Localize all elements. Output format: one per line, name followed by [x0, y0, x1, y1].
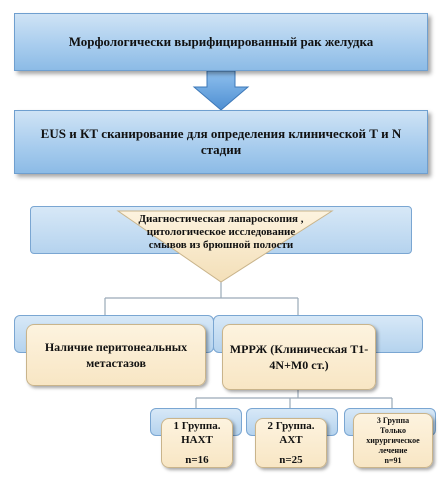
- group-1-therapy: НАХТ: [181, 434, 213, 446]
- down-arrow-icon: [192, 70, 250, 111]
- group-3-title: 3 Группа: [376, 415, 410, 425]
- group-1-count: n=16: [185, 454, 209, 466]
- group-1-box: 1 Группа. НАХТ n=16: [161, 418, 233, 468]
- group-3-box: 3 Группа Только хирургическое лечение n=…: [353, 413, 433, 468]
- locally-advanced-cancer-line1: МРРЖ (Клиническая Т1-: [229, 342, 369, 356]
- laparoscopy-text-line3: смывов из брюшной полости: [148, 239, 294, 251]
- group-3-count: n=91: [384, 455, 402, 465]
- step-staging-text-line2: стадии: [200, 142, 242, 157]
- peritoneal-metastases-line1: Наличие перитонеальных: [44, 340, 188, 354]
- laparoscopy-text: Диагностическая лапароскопия , цитологич…: [120, 213, 322, 252]
- step-diagnosis-text: Морфологически вырифицированный рак желу…: [68, 34, 374, 49]
- group-3-line2: Только: [379, 425, 407, 435]
- group-2-therapy: АХТ: [279, 434, 303, 446]
- step-staging-box: EUS и КТ сканирование для определения кл…: [14, 110, 428, 174]
- peritoneal-metastases-line2: метастазов: [86, 356, 146, 370]
- group-3-line4: лечение: [378, 445, 408, 455]
- locally-advanced-cancer-line2: 4N+M0 ст.): [269, 358, 329, 372]
- laparoscopy-text-line1: Диагностическая лапароскопия ,: [138, 213, 304, 225]
- locally-advanced-cancer-box: МРРЖ (Клиническая Т1- 4N+M0 ст.): [222, 324, 376, 390]
- group-2-count: n=25: [279, 454, 303, 466]
- step-staging-text-line1: EUS и КТ сканирование для определения кл…: [40, 126, 402, 141]
- group-2-title: 2 Группа.: [267, 420, 315, 432]
- laparoscopy-text-line2: цитологическое исследование: [146, 226, 296, 238]
- group-3-line3: хирургическое: [366, 435, 420, 445]
- group-1-title: 1 Группа.: [173, 420, 221, 432]
- group-2-box: 2 Группа. АХТ n=25: [255, 418, 327, 468]
- step-diagnosis-box: Морфологически вырифицированный рак желу…: [14, 13, 428, 71]
- peritoneal-metastases-box: Наличие перитонеальных метастазов: [26, 324, 206, 386]
